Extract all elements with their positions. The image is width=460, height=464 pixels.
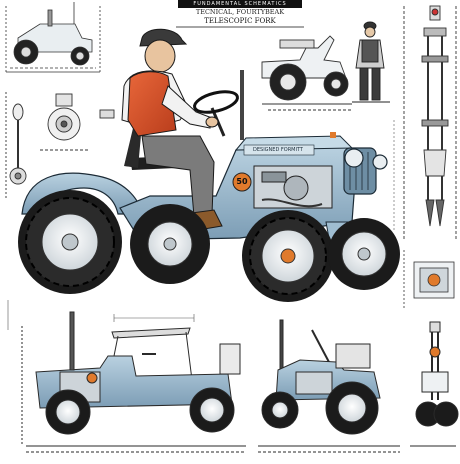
left-parts-drawings <box>5 92 115 200</box>
sketch-top-right-tractor <box>261 35 352 111</box>
hood-badge-number: 50 <box>236 177 248 186</box>
standing-man-figure <box>352 21 390 103</box>
hood-nameplate: DESIGNED FORMITT <box>253 147 303 153</box>
title-block: FUNDAMENTAL SCHEMATICS TECNICAL, FOURTYB… <box>178 0 302 26</box>
telescopic-fork-drawing <box>403 5 457 240</box>
sketch-bottom-fork <box>410 321 459 447</box>
driver-figure <box>121 28 223 233</box>
sketch-right-gearbox <box>403 250 455 310</box>
sketch-bottom-right-tractor <box>258 319 400 453</box>
title-banner: FUNDAMENTAL SCHEMATICS <box>178 0 302 8</box>
sketch-top-left-tractor <box>5 2 101 73</box>
far-front-wheel <box>328 218 400 290</box>
dimension-lines <box>7 120 395 330</box>
front-wheel <box>242 210 334 302</box>
sketch-bottom-left-tractor <box>21 311 246 453</box>
title-subtitle: TECNICAL, FOURTYBEAK <box>195 8 285 16</box>
rear-wheel <box>18 190 122 294</box>
middle-wheel <box>130 204 210 284</box>
title-main: TELESCOPIC FORK <box>204 17 276 25</box>
